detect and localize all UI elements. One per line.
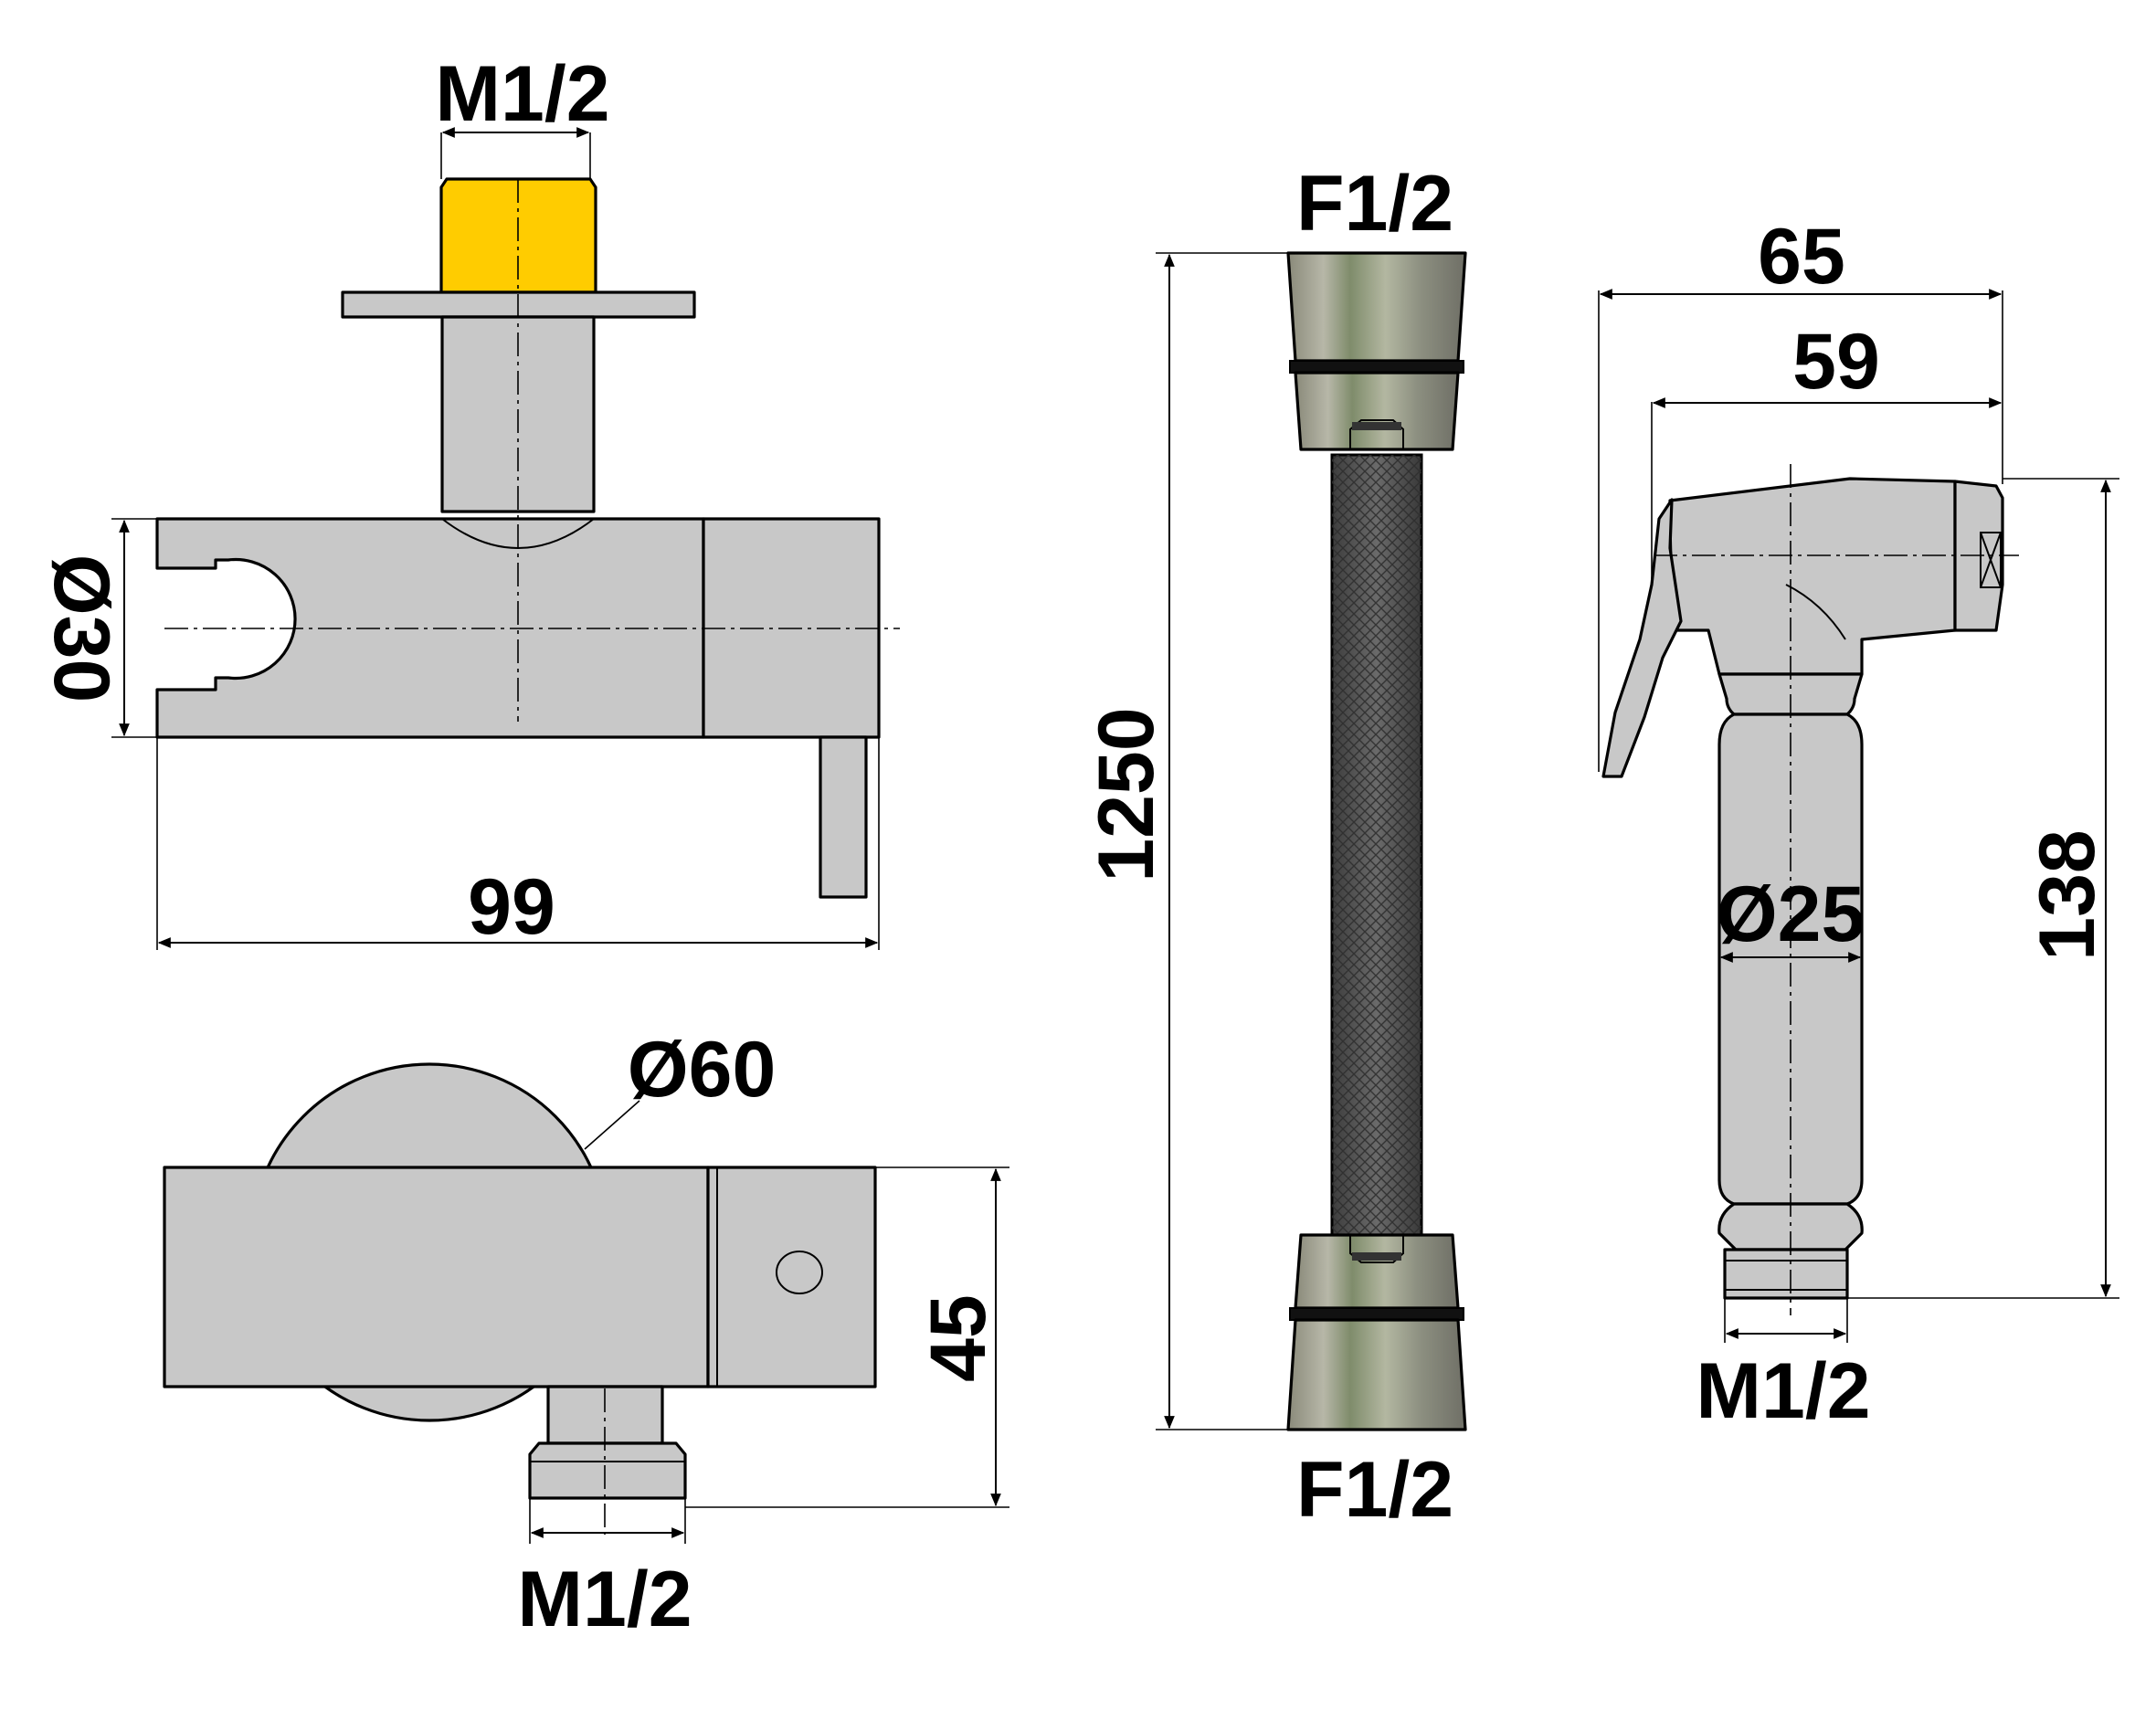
hose-bottom-connector bbox=[1286, 1233, 1467, 1431]
label-hose-length: 1250 bbox=[1083, 707, 1170, 881]
leader-flange bbox=[584, 1100, 640, 1150]
holder-front-view: M1/2 Ø30 99 bbox=[37, 50, 900, 951]
sprayer-head bbox=[1668, 477, 1957, 676]
label-sprayer-total-width: 65 bbox=[1758, 213, 1845, 301]
label-hose-top-thread: F1/2 bbox=[1296, 160, 1453, 248]
label-sprayer-height: 138 bbox=[2024, 829, 2111, 961]
holder-top-view: Ø60 45 M1/2 bbox=[163, 1026, 1009, 1643]
label-hose-bottom-thread: F1/2 bbox=[1296, 1446, 1453, 1534]
sprayer-view: 65 59 138 Ø25 M1/2 bbox=[1598, 213, 2119, 1435]
outlet-pin bbox=[819, 735, 868, 899]
label-holder-diameter: Ø30 bbox=[37, 554, 125, 703]
label-sprayer-thread: M1/2 bbox=[1696, 1347, 1870, 1435]
outlet-nut bbox=[528, 1441, 687, 1500]
label-inlet-thread: M1/2 bbox=[435, 50, 609, 138]
label-holder-length: 99 bbox=[468, 863, 555, 951]
holder-body bbox=[155, 517, 705, 739]
sprayer-lever bbox=[1601, 498, 1683, 778]
nozzle-button bbox=[1980, 532, 2002, 588]
hose-top-connector bbox=[1286, 251, 1467, 451]
label-sprayer-diameter: Ø25 bbox=[1717, 871, 1865, 958]
top-body bbox=[163, 1166, 710, 1388]
hose-view: 1250 F1/2 F1/2 bbox=[1083, 160, 1467, 1534]
label-flange-diameter: Ø60 bbox=[628, 1026, 777, 1114]
sprayer-thread bbox=[1723, 1248, 1849, 1300]
label-sprayer-head-width: 59 bbox=[1792, 318, 1880, 406]
top-valve-block bbox=[706, 1166, 877, 1388]
valve-hole bbox=[776, 1251, 823, 1294]
label-holder-depth: 45 bbox=[914, 1294, 1002, 1382]
label-outlet-thread: M1/2 bbox=[517, 1556, 692, 1643]
